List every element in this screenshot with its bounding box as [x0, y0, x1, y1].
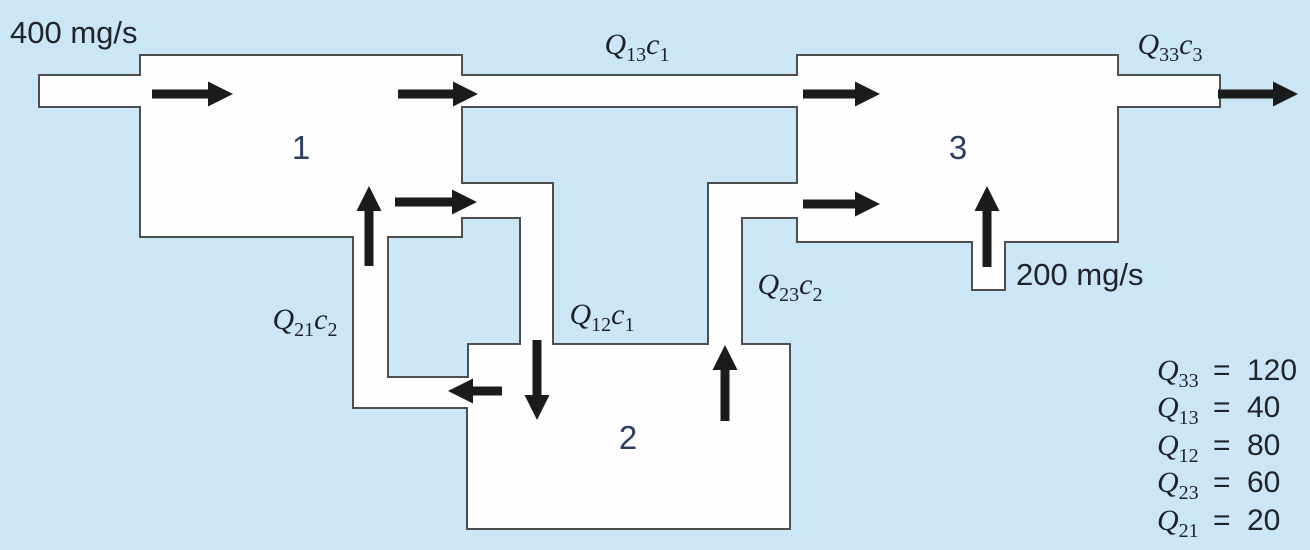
reactor-2-number: 2 [619, 419, 637, 456]
legend-row-legend-q33: Q33=120 [1157, 354, 1297, 392]
pipes-and-reactors-outline [38, 54, 1221, 530]
flow-arrow-feed-3 [974, 186, 1000, 267]
label-q12c1: Q12c1 [570, 298, 635, 336]
flow-arrow-q21-from-2 [448, 378, 502, 404]
flow-arrow-feed-1 [152, 81, 233, 107]
flow-arrow-q12-out-of-1 [395, 189, 477, 215]
legend-row-legend-q12: Q12=80 [1157, 429, 1280, 467]
legend-row-legend-q23: Q23=60 [1157, 466, 1280, 504]
label-q13c1: Q13c1 [605, 28, 670, 66]
inflow-400-label: 400 mg/s [10, 15, 138, 50]
flow-arrow-q23-into-3 [803, 191, 880, 217]
label-q33c3: Q33c3 [1138, 28, 1203, 66]
flow-arrows [152, 81, 1298, 421]
flow-arrow-q12-into-2 [524, 340, 550, 420]
reactor-3-number: 3 [949, 129, 967, 166]
flow-arrow-q33-out [1218, 81, 1298, 107]
label-q21c2: Q21c2 [273, 303, 338, 341]
label-q23c2: Q23c2 [758, 268, 823, 306]
inflow-200-label: 200 mg/s [1016, 257, 1144, 292]
legend-row-legend-q13: Q13=40 [1157, 391, 1280, 429]
flow-arrow-q13 [398, 81, 478, 107]
flow-arrow-q13-into-3 [803, 81, 880, 107]
flow-arrow-q23-out-of-2 [712, 345, 738, 421]
flow-arrow-q21-into-1 [356, 186, 382, 266]
reactor-1-number: 1 [292, 129, 310, 166]
legend-row-legend-q21: Q21=20 [1157, 504, 1280, 542]
